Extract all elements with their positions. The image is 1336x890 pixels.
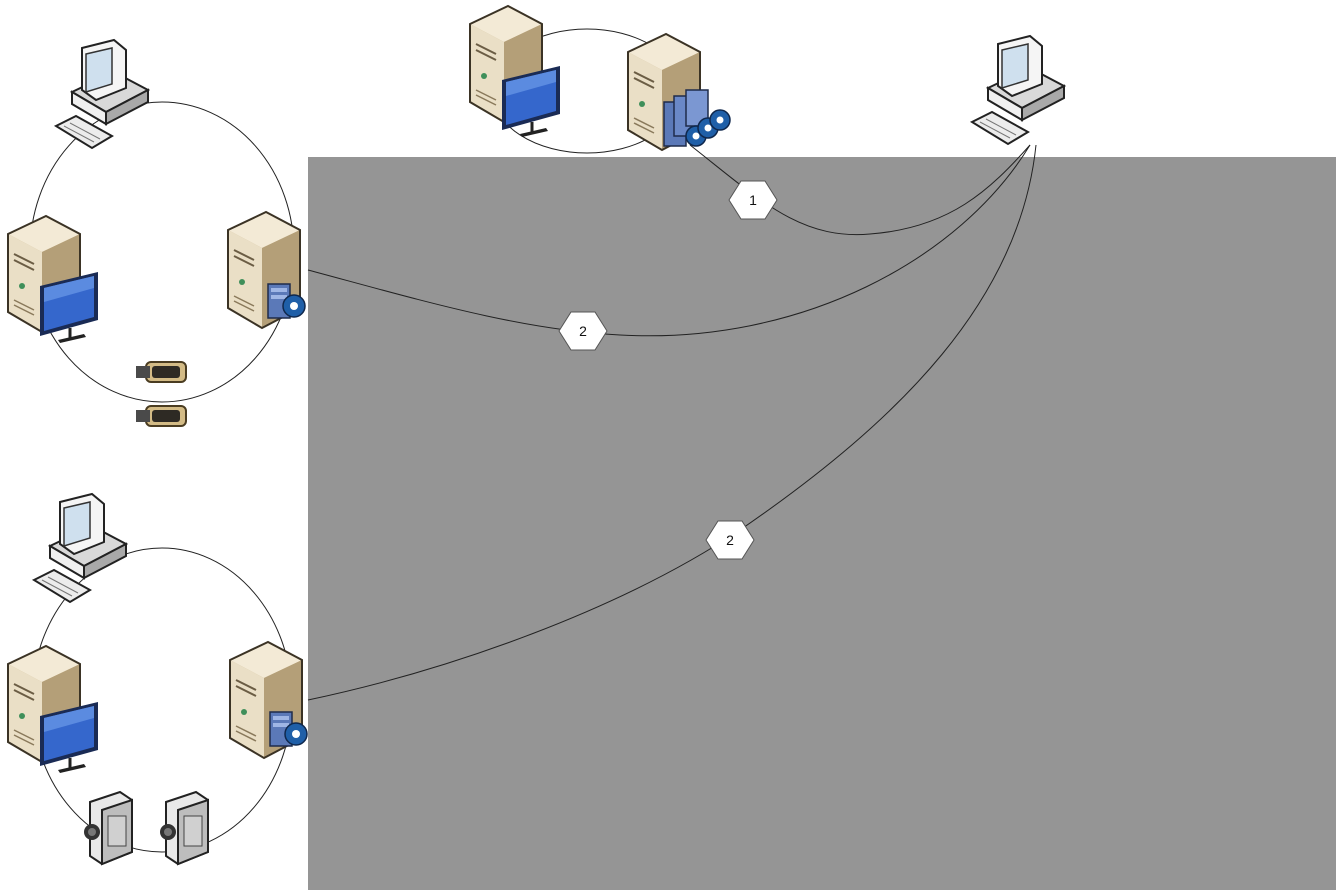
central-management-badge-icon xyxy=(663,89,731,147)
site-a-camera-2-icon xyxy=(135,405,187,427)
site-a-workstation-icon xyxy=(55,39,149,149)
connection-label-2b: 2 xyxy=(705,520,755,560)
connection-label-2a: 2 xyxy=(558,311,608,351)
site-b-camcorder-1-icon xyxy=(83,791,133,865)
connection-label-1: 1 xyxy=(728,180,778,220)
site-b-camcorder-2-icon xyxy=(159,791,209,865)
site-b-workstation-icon xyxy=(33,493,127,603)
connection-label-1-text: 1 xyxy=(749,192,757,208)
connection-label-2a-text: 2 xyxy=(579,323,587,339)
gray-panel xyxy=(308,157,1336,890)
site-a-camera-1-icon xyxy=(135,361,187,383)
connection-line-2a xyxy=(307,144,1031,337)
connection-line-2b xyxy=(307,144,1037,701)
remote-workstation-icon xyxy=(971,35,1065,145)
connection-label-2b-text: 2 xyxy=(726,532,734,548)
